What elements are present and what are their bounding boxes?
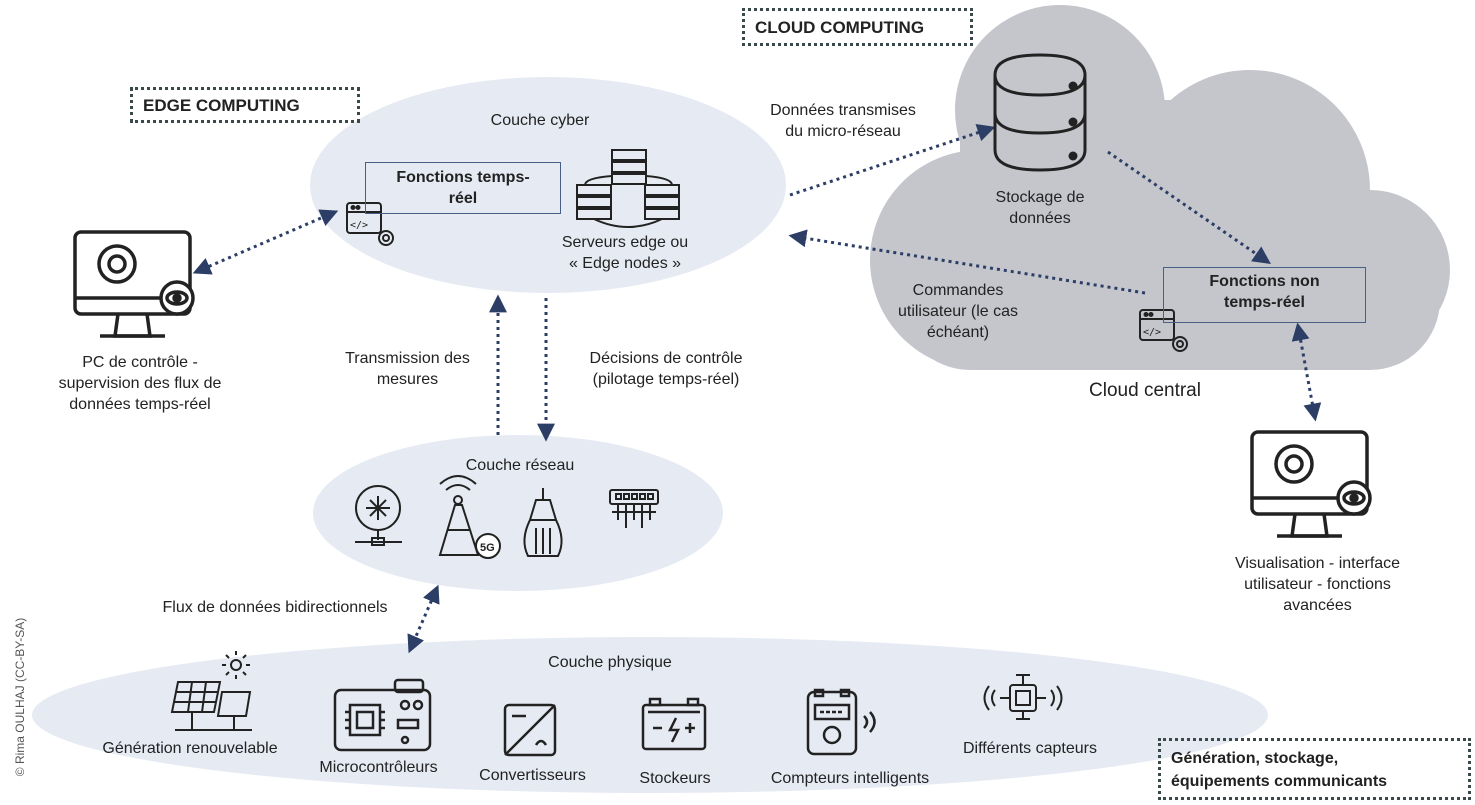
database-icon (993, 53, 1087, 172)
realtime-functions-box: Fonctions temps-réel (365, 162, 561, 214)
physical-layer-ellipse (32, 637, 1268, 793)
visualisation-label: Visualisation - interface utilisateur - … (1200, 553, 1435, 616)
equipment-legend-box: Génération, stockage, équipements commun… (1158, 738, 1471, 800)
data-storage-label: Stockage de données (970, 187, 1110, 229)
solar-panel-icon (170, 651, 252, 731)
physical-item-renewable: Génération renouvelable (102, 740, 278, 757)
arrow-functions-visualisation (1291, 322, 1322, 422)
user-commands-label: Commandes utilisateur (le cas échéant) (878, 280, 1038, 343)
bidirectional-flow-label: Flux de données bidirectionnels (162, 599, 388, 616)
edge-servers-label: Serveurs edge ou « Edge nodes » (535, 232, 715, 274)
edge-servers-label-line1: Serveurs edge ou (561, 234, 689, 251)
decisions-line1: Décisions de contrôle (589, 350, 743, 367)
cloud-computing-title: CLOUD COMPUTING (742, 8, 973, 46)
decisions-line2: (pilotage temps-réel) (592, 371, 740, 388)
physical-item-smart-meters: Compteurs intelligents (770, 770, 930, 787)
arrow-bidirectional (407, 584, 440, 654)
legend-line2: équipements communicants (1171, 773, 1388, 790)
data-transmitted-label: Données transmises du micro-réseau (748, 100, 938, 142)
measures-line1: Transmission des (345, 350, 470, 367)
realtime-functions-label: Fonctions temps-réel (396, 169, 530, 207)
visualisation-monitor-icon (1250, 430, 1372, 538)
decisions-label: Décisions de contrôle (pilotage temps-ré… (566, 348, 766, 390)
code-window-icon: </> (346, 202, 394, 246)
measures-line2: mesures (376, 371, 439, 388)
converter-icon (503, 703, 557, 757)
microcontroller-icon (333, 678, 432, 752)
cell-tower-5g-icon (438, 475, 501, 559)
physical-item-converters: Convertisseurs (479, 767, 586, 784)
arrow-storage-to-functions (1107, 150, 1271, 265)
data-storage-line1: Stockage de (995, 189, 1085, 206)
visualisation-line1: Visualisation - interface (1234, 555, 1401, 572)
physical-item-microcontrollers: Microcontrôleurs (319, 759, 438, 776)
network-layer-ellipse (313, 435, 723, 591)
svg-text:</>: </> (350, 220, 368, 231)
edge-computing-title: EDGE COMPUTING (130, 87, 360, 123)
control-pc-line3: données temps-réel (69, 396, 211, 413)
data-transmitted-line1: Données transmises (770, 102, 916, 119)
non-realtime-functions-line2: temps-réel (1224, 294, 1305, 311)
arrow-pc-cyber (192, 209, 339, 275)
visualisation-line2: utilisateur - fonctions (1244, 576, 1391, 593)
data-storage-line2: données (1009, 210, 1071, 227)
non-realtime-functions-box: Fonctions non temps-réel (1163, 267, 1366, 323)
cyber-layer-title: Couche cyber (490, 112, 590, 129)
network-layer-title: Couche réseau (465, 457, 575, 474)
central-cloud-label: Cloud central (1089, 380, 1201, 401)
router-icon (355, 485, 402, 546)
edge-servers-icon (576, 149, 680, 228)
data-transmitted-line2: du micro-réseau (785, 123, 901, 140)
sensor-icon (983, 674, 1063, 720)
physical-layer-title: Couche physique (548, 654, 672, 671)
control-pc-label: PC de contrôle - supervision des flux de… (30, 352, 250, 415)
user-commands-line1: Commandes (912, 282, 1004, 299)
user-commands-line2: utilisateur (le cas (897, 303, 1019, 320)
tower-5g-badge: 5G (480, 542, 495, 554)
control-pc-line1: PC de contrôle - (82, 354, 198, 371)
control-pc-monitor-icon (73, 230, 195, 338)
physical-item-sensors: Différents capteurs (963, 740, 1097, 757)
legend-line1: Génération, stockage, (1171, 750, 1339, 767)
user-commands-line3: échéant) (926, 324, 990, 341)
svg-text:</>: </> (1143, 327, 1161, 338)
arrow-data-to-cloud (789, 123, 996, 197)
battery-icon (641, 697, 707, 751)
physical-item-storage: Stockeurs (639, 770, 711, 787)
image-credit: © Rima OULHAJ (CC-BY-SA) (13, 617, 27, 777)
cyber-layer-ellipse (310, 77, 786, 293)
edge-servers-label-line2: « Edge nodes » (568, 255, 682, 272)
network-switch-icon (609, 489, 659, 528)
non-realtime-functions-line1: Fonctions non (1209, 273, 1320, 290)
visualisation-line3: avancées (1283, 597, 1352, 614)
fiber-cable-icon (523, 488, 563, 557)
smart-meter-icon (806, 688, 876, 756)
control-pc-line2: supervision des flux de (58, 375, 222, 392)
cloud-code-window-icon: </> (1139, 309, 1188, 352)
measures-label: Transmission des mesures (325, 348, 490, 390)
